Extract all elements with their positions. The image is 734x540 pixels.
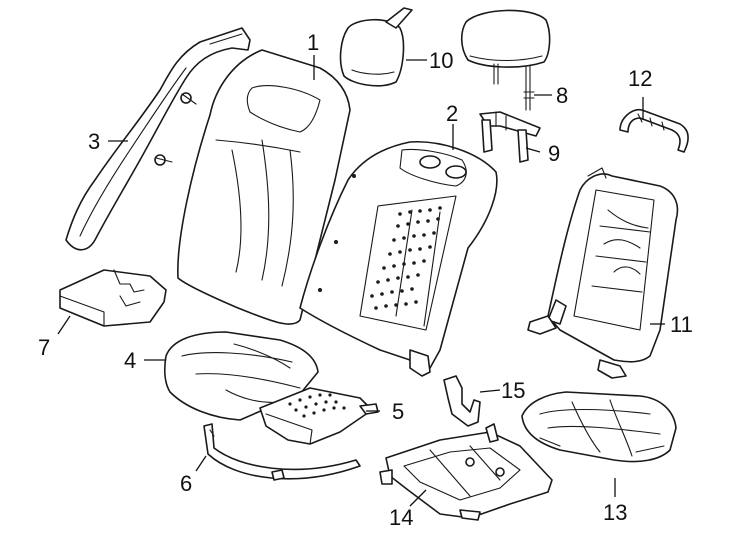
callout-6: 6 [180, 471, 192, 496]
callout-10: 10 [429, 48, 453, 73]
callout-11: 11 [670, 312, 693, 337]
part-8-headrest [460, 9, 551, 111]
part-14-seat-base [379, 423, 553, 521]
callout-7: 7 [38, 335, 50, 360]
callout-4: 4 [124, 348, 136, 373]
foam-perforation [288, 393, 346, 418]
callout-1: 1 [307, 30, 319, 55]
part-3-side-trim [65, 27, 251, 251]
part-11-seat-back-frame [527, 167, 679, 379]
callout-12: 12 [628, 66, 652, 91]
callout-13: 13 [603, 500, 627, 525]
part-15-bracket [443, 375, 481, 427]
part-4-seat-cushion-cover [164, 331, 319, 421]
callout-3: 3 [88, 129, 100, 154]
part-2-backrest-frame [299, 141, 498, 377]
part-5-seat-foam [259, 387, 379, 445]
part-7-side-cover [59, 269, 167, 327]
perforation-grid [370, 206, 442, 310]
callout-2: 2 [446, 101, 458, 126]
callout-labels: 1 2 3 4 5 6 7 8 9 10 11 12 13 14 15 [38, 30, 693, 530]
part-1-backrest-cover [177, 49, 351, 325]
callout-15: 15 [501, 378, 525, 403]
part-13-seat-frame [521, 391, 677, 463]
part-10-headrest-cover [339, 7, 413, 87]
callout-9: 9 [548, 141, 560, 166]
callout-8: 8 [556, 83, 568, 108]
part-6-trim-rod [203, 423, 361, 481]
part-9-headrest-guides [479, 111, 541, 163]
leader-lines [57, 55, 665, 507]
part-12-bracket [619, 108, 689, 153]
callout-5: 5 [392, 399, 404, 424]
callout-14: 14 [389, 505, 413, 530]
